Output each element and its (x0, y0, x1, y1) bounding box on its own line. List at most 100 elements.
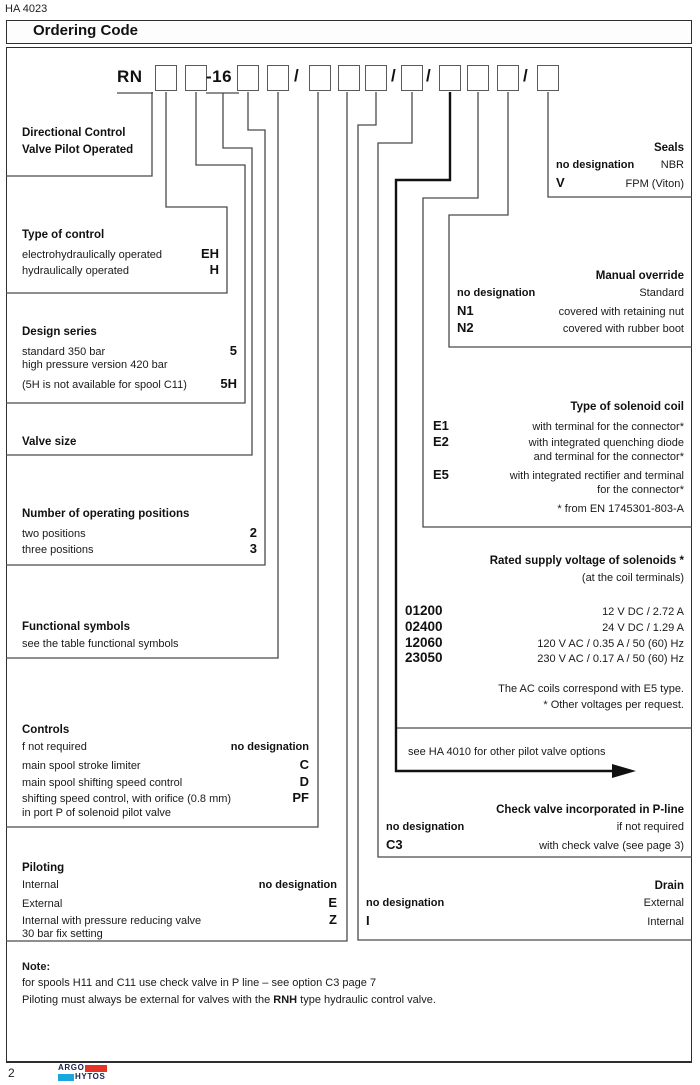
section-title: Piloting (22, 862, 65, 874)
section-title: Check valve incorporated in P-line (496, 804, 684, 816)
code-separator: / (391, 66, 396, 85)
option-label: main spool shifting speed control (22, 776, 183, 789)
option-label: three positions (22, 544, 94, 557)
section-valve-size: Valve size (22, 436, 152, 453)
section-piloting: Piloting Internal no designation External… (22, 862, 337, 945)
section-title: Number of operating positions (22, 508, 190, 520)
option-code: E (328, 895, 337, 911)
page-title: Ordering Code (33, 22, 139, 39)
section-title: Valve size (22, 436, 77, 448)
option-code: 23050 (405, 650, 443, 666)
code-size: -16 (206, 67, 233, 86)
option-code: no designation (258, 879, 337, 891)
coil-footnote: * from EN 1745301-803-A (557, 502, 684, 515)
option-label: External (22, 898, 63, 911)
section-directional-control: Directional Control Valve Pilot Operated (22, 127, 152, 161)
code-box-type-of-control (155, 65, 177, 91)
section-title: Type of control (22, 229, 105, 241)
option-code: D (299, 773, 309, 789)
code-box-seals (537, 65, 559, 91)
option-code: V (556, 175, 565, 191)
section-operating-positions: Number of operating positions two positi… (22, 508, 257, 558)
option-code: I (366, 913, 370, 929)
option-label: 120 V AC / 0.35 A / 50 (60) Hz (537, 637, 684, 650)
option-code: N1 (457, 303, 474, 319)
logo-text-argo: ARGO (58, 1063, 85, 1072)
option-label: if not required (616, 821, 684, 833)
section-title: Functional symbols (22, 621, 130, 633)
option-code: E2 (433, 434, 449, 450)
option-label: for the connector* (597, 483, 684, 496)
code-separator: / (523, 66, 528, 85)
option-label: Internal with pressure reducing valve (22, 914, 202, 927)
option-code: 5 (229, 343, 237, 358)
argo-hytos-logo: ARGO HYTOS (58, 1063, 108, 1081)
option-code: N2 (457, 319, 474, 335)
option-code: C3 (386, 837, 403, 853)
option-label: and terminal for the connector* (533, 450, 684, 463)
option-label: 12 V DC / 2.72 A (602, 606, 684, 618)
title-band: Ordering Code (6, 20, 692, 44)
option-code: no designation (457, 287, 536, 299)
option-label: (5H is not available for spool C11) (22, 378, 187, 391)
voltage-note: * Other voltages per request. (543, 698, 684, 711)
code-box-check-valve (401, 65, 423, 91)
option-code: no designation (386, 821, 465, 833)
option-label: hydraulically operated (22, 265, 130, 278)
logo-red-rect (85, 1064, 108, 1072)
code-box-piloting (338, 65, 360, 91)
option-label: 30 bar fix setting (22, 928, 103, 941)
option-code: PF (292, 790, 309, 806)
section-title: Controls (22, 724, 70, 736)
option-code: Z (329, 911, 337, 927)
option-label: standard 350 bar (22, 346, 106, 358)
option-label: electrohydraulically operated (22, 249, 163, 261)
option-label: NBR (660, 159, 684, 171)
section-title: Design series (22, 326, 97, 338)
option-label: with integrated rectifier and terminal (509, 470, 684, 483)
code-separator: / (294, 66, 299, 85)
option-code: 12060 (405, 634, 443, 650)
section-functional-symbols: Functional symbols see the table functio… (22, 621, 270, 654)
note-line: Piloting must always be external for val… (22, 993, 436, 1006)
option-label: covered with rubber boot (562, 322, 684, 335)
option-code: E1 (433, 418, 449, 433)
option-code: 2 (249, 525, 257, 540)
section-supply-voltage: Rated supply voltage of solenoids * (at … (405, 555, 684, 714)
pilot-valve-note: see HA 4010 for other pilot valve option… (408, 746, 606, 758)
page-number: 2 (8, 1066, 15, 1080)
option-label: see the table functional symbols (22, 638, 179, 650)
code-separator: / (426, 66, 431, 85)
option-code: 02400 (405, 618, 443, 634)
logo-text-hytos: HYTOS (75, 1072, 106, 1081)
section-subtitle: (at the coil terminals) (581, 572, 684, 584)
option-code: 5H (220, 375, 237, 391)
option-label: Internal (22, 879, 59, 891)
section-title: Valve Pilot Operated (22, 144, 134, 156)
code-box-solenoid-coil (467, 65, 489, 91)
option-code: 3 (249, 541, 257, 557)
option-code: EH (200, 246, 219, 261)
section-check-valve: Check valve incorporated in P-line no de… (386, 804, 684, 854)
code-box-controls (309, 65, 331, 91)
option-code: no designation (366, 897, 445, 909)
doc-number: HA 4023 (5, 3, 48, 15)
voltage-note: The AC coils correspond with E5 type. (498, 683, 684, 696)
option-label: with check valve (see page 3) (539, 840, 684, 853)
note-line: for spools H11 and C11 use check valve i… (22, 977, 377, 990)
section-title: Type of solenoid coil (570, 401, 684, 413)
option-label: in port P of solenoid pilot valve (22, 806, 171, 819)
code-box-functional-symbol (267, 65, 289, 91)
section-solenoid-coil: Type of solenoid coil E1 with terminal fo… (433, 401, 684, 518)
option-label: shifting speed control, with orifice (0.… (22, 793, 232, 806)
option-code: H (209, 262, 219, 278)
option-code: C (299, 757, 309, 773)
option-label: FPM (Viton) (625, 178, 684, 191)
code-box-drain (365, 65, 387, 91)
option-label: with terminal for the connector* (532, 421, 684, 433)
logo-cyan-rect (58, 1073, 74, 1081)
